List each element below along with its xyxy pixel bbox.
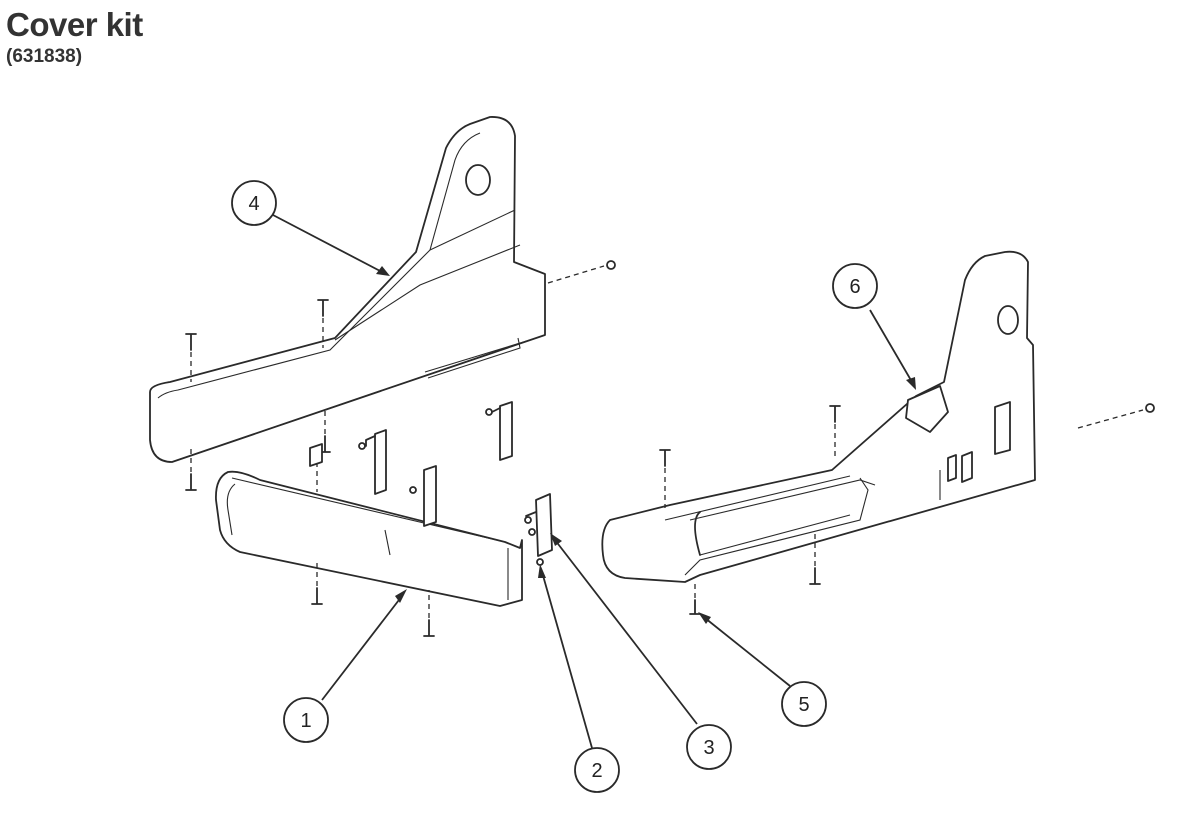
callout-4: 4 xyxy=(231,180,277,226)
callout-label: 3 xyxy=(703,737,714,759)
part-number: (631838) xyxy=(6,46,83,67)
front-cover-panel xyxy=(215,470,523,607)
right-cover-screws xyxy=(659,403,1155,615)
callout-label: 1 xyxy=(300,710,311,732)
callout-label: 5 xyxy=(798,694,809,716)
callout-label: 4 xyxy=(248,193,259,215)
callout-label: 6 xyxy=(849,276,860,298)
callout-5: 5 xyxy=(781,681,827,727)
mounting-brackets xyxy=(309,401,553,566)
callout-label: 2 xyxy=(591,760,602,782)
right-side-cover xyxy=(601,250,1036,583)
callout-6: 6 xyxy=(832,263,878,309)
leader-lines xyxy=(272,214,916,749)
left-side-cover xyxy=(149,116,546,463)
callout-2: 2 xyxy=(574,747,620,793)
callout-1: 1 xyxy=(283,697,329,743)
left-cover-screws xyxy=(185,260,616,491)
callout-3: 3 xyxy=(686,724,732,770)
page-title: Cover kit xyxy=(6,6,143,43)
